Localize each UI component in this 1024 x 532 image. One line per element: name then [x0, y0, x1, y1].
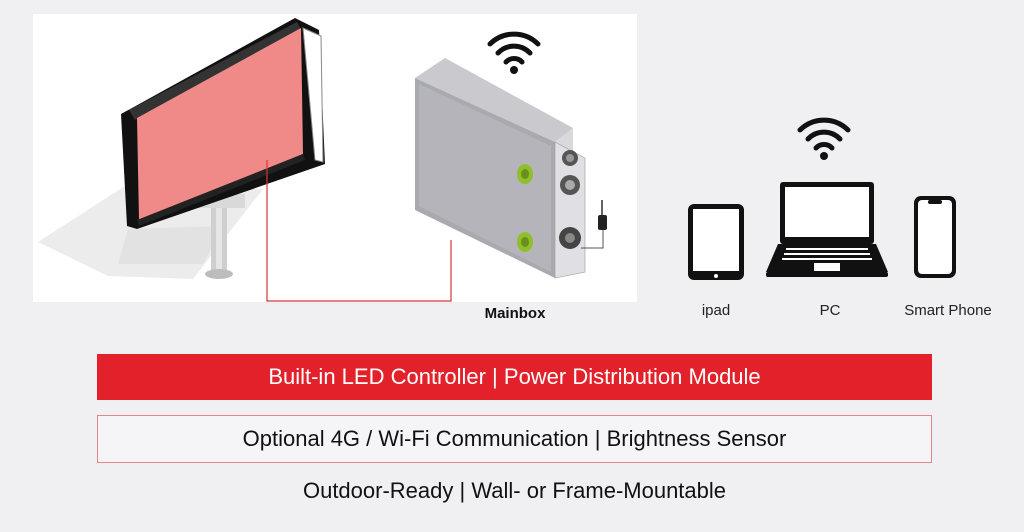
footer-feature-text: Outdoor-Ready | Wall- or Frame-Mountable	[302, 478, 727, 503]
pc-label: PC	[819, 302, 841, 319]
billboard-icon	[38, 18, 325, 279]
tablet-icon	[688, 204, 744, 280]
primary-feature-banner: Built-in LED Controller | Power Distribu…	[97, 354, 932, 400]
mainbox-label: Mainbox	[484, 305, 546, 322]
wifi-icon	[487, 31, 541, 74]
wifi-icon	[797, 117, 851, 160]
mainbox-icon	[415, 58, 607, 279]
laptop-icon	[766, 182, 888, 277]
smartphone-icon	[914, 196, 956, 278]
secondary-feature-banner: Optional 4G / Wi-Fi Communication | Brig…	[97, 415, 932, 463]
ipad-label: ipad	[701, 302, 731, 319]
smart-phone-label: Smart Phone	[904, 302, 992, 319]
